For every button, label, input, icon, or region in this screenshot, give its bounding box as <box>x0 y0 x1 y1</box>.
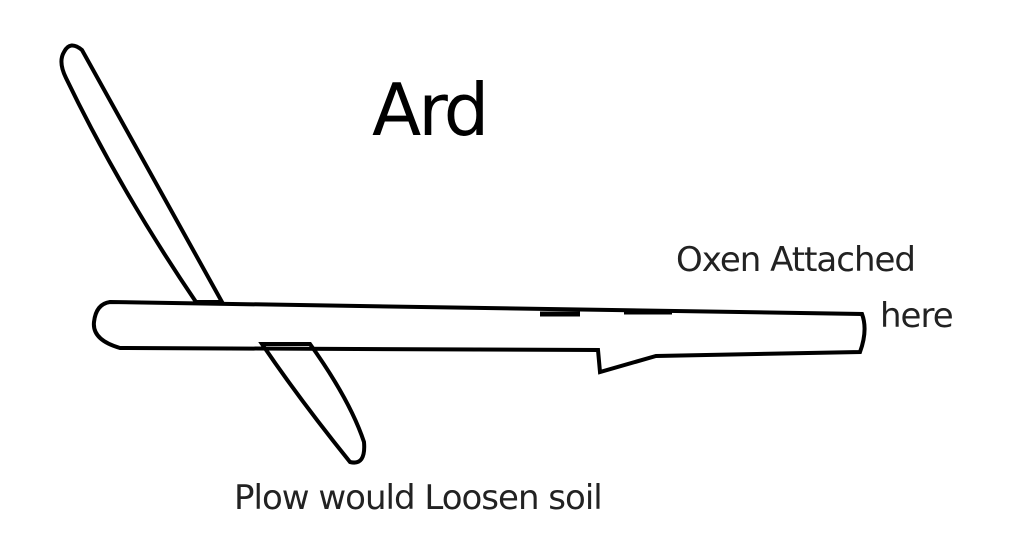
oxen-label-line1: Oxen Attached <box>676 240 916 280</box>
handle-upper <box>59 43 226 304</box>
beam <box>91 299 867 375</box>
diagram-title: Ard <box>372 68 489 152</box>
plow-label: Plow would Loosen soil <box>234 478 603 518</box>
share-lower <box>258 342 367 465</box>
beam-mark <box>540 309 672 317</box>
oxen-label-line2: here <box>880 296 954 336</box>
